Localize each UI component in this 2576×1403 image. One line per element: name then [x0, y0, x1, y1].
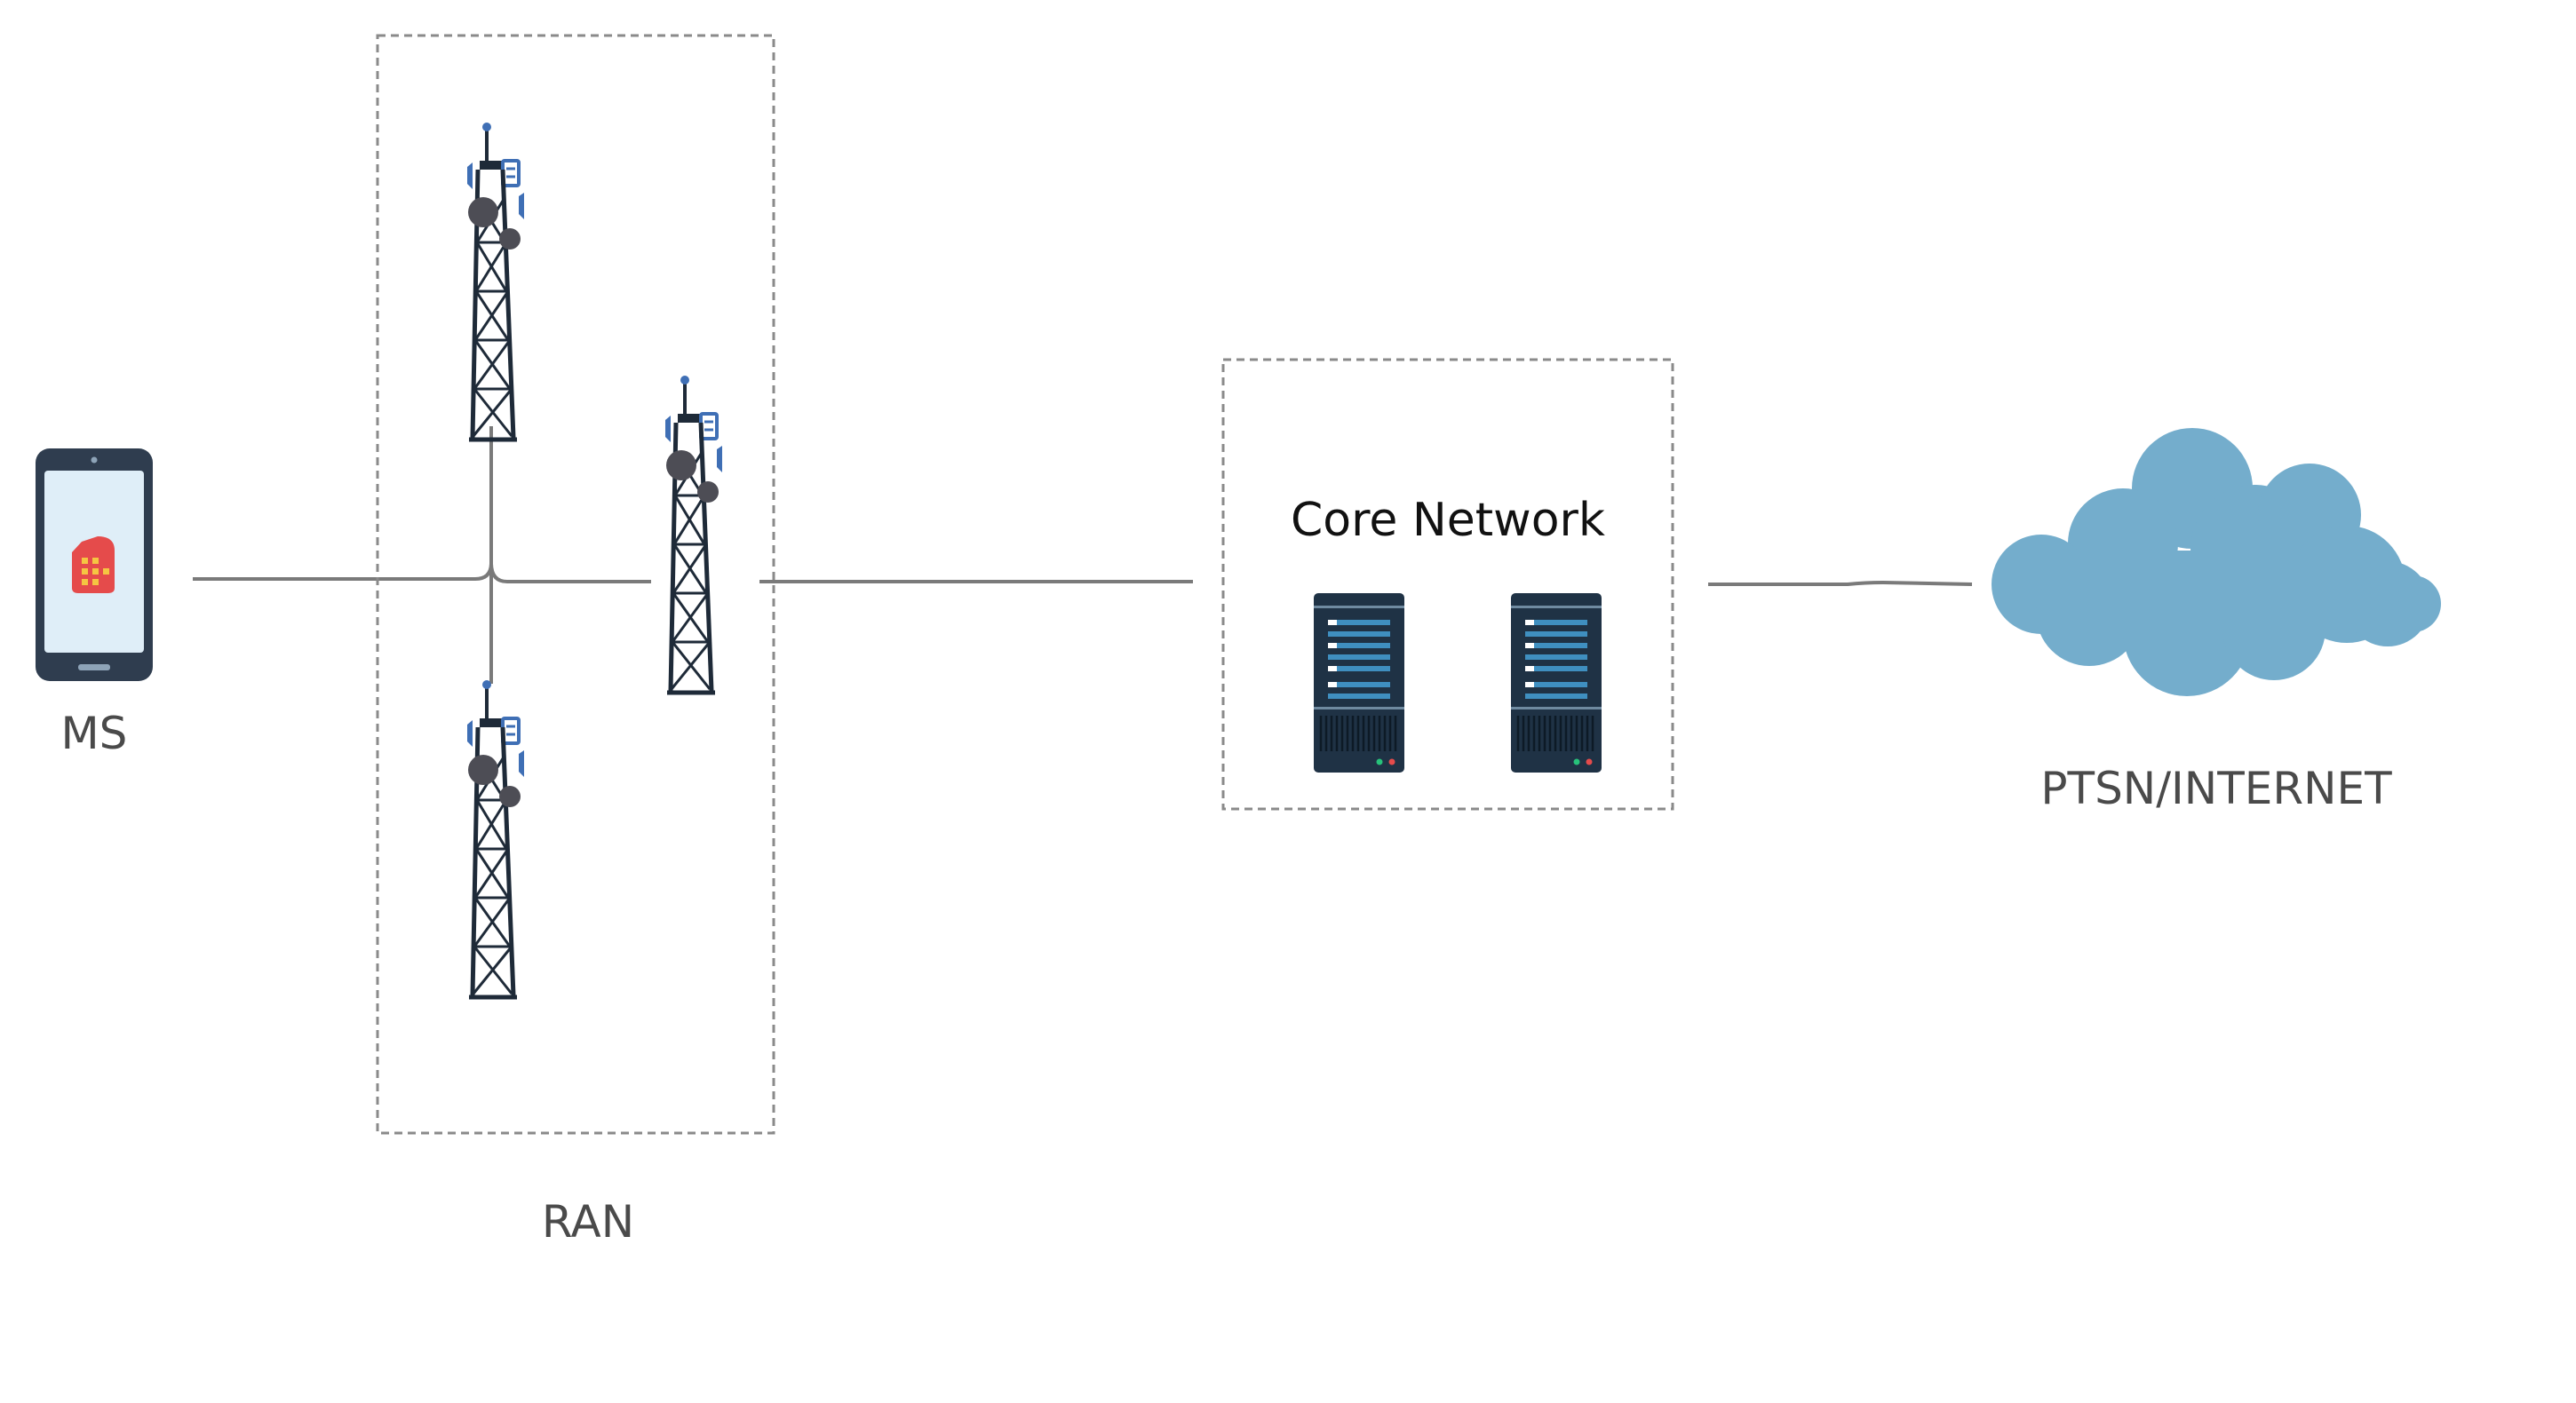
- server-rack-icon: [1312, 591, 1406, 774]
- cell-tower-icon: [467, 680, 524, 997]
- internet-node: PTSN/INTERNET: [1992, 428, 2441, 814]
- link-ms-ran: [193, 426, 493, 581]
- link-core-internet: [1708, 580, 1973, 586]
- ran-node: RAN: [376, 34, 775, 1248]
- connection-lines: [193, 426, 1973, 684]
- ran-label: RAN: [542, 1196, 634, 1248]
- server-rack-icon: [1509, 591, 1603, 774]
- core-network-node: Core Network: [1221, 358, 1674, 811]
- cell-tower-icon: [467, 123, 524, 440]
- cloud-icon: [1992, 428, 2441, 696]
- ms-node: MS: [36, 448, 153, 759]
- core-network-boundary: [1221, 358, 1674, 811]
- ran-boundary: [376, 34, 775, 1135]
- ms-label: MS: [61, 708, 128, 759]
- smartphone-sim-icon: [36, 448, 153, 681]
- cell-tower-icon: [665, 376, 722, 693]
- internet-label: PTSN/INTERNET: [2040, 763, 2392, 814]
- link-ran-junction: [489, 562, 651, 583]
- core-network-title: Core Network: [1291, 494, 1605, 547]
